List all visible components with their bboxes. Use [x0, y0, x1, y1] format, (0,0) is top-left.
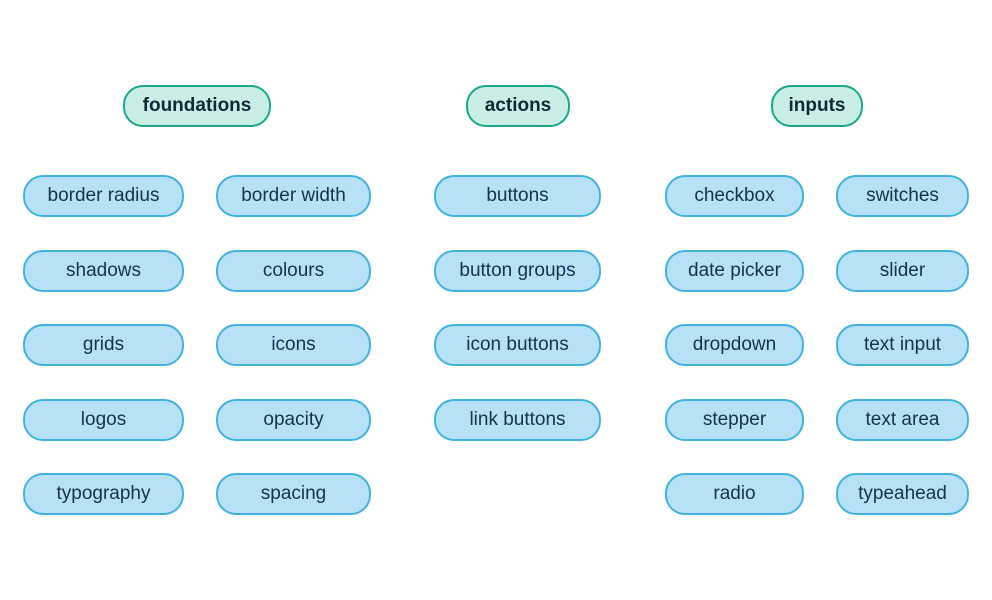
item-shadows: shadows: [23, 250, 184, 292]
item-switches: switches: [836, 175, 969, 217]
item-spacing: spacing: [216, 473, 371, 515]
category-actions: actions: [466, 85, 570, 127]
item-grids: grids: [23, 324, 184, 366]
item-stepper: stepper: [665, 399, 804, 441]
item-buttons: buttons: [434, 175, 601, 217]
item-date-picker: date picker: [665, 250, 804, 292]
category-inputs: inputs: [771, 85, 863, 127]
item-typography: typography: [23, 473, 184, 515]
item-logos: logos: [23, 399, 184, 441]
item-button-groups: button groups: [434, 250, 601, 292]
item-opacity: opacity: [216, 399, 371, 441]
item-text-input: text input: [836, 324, 969, 366]
item-typeahead: typeahead: [836, 473, 969, 515]
item-slider: slider: [836, 250, 969, 292]
item-border-radius: border radius: [23, 175, 184, 217]
item-checkbox: checkbox: [665, 175, 804, 217]
item-link-buttons: link buttons: [434, 399, 601, 441]
item-dropdown: dropdown: [665, 324, 804, 366]
item-icons: icons: [216, 324, 371, 366]
item-border-width: border width: [216, 175, 371, 217]
item-colours: colours: [216, 250, 371, 292]
item-icon-buttons: icon buttons: [434, 324, 601, 366]
item-radio: radio: [665, 473, 804, 515]
item-text-area: text area: [836, 399, 969, 441]
category-foundations: foundations: [123, 85, 271, 127]
